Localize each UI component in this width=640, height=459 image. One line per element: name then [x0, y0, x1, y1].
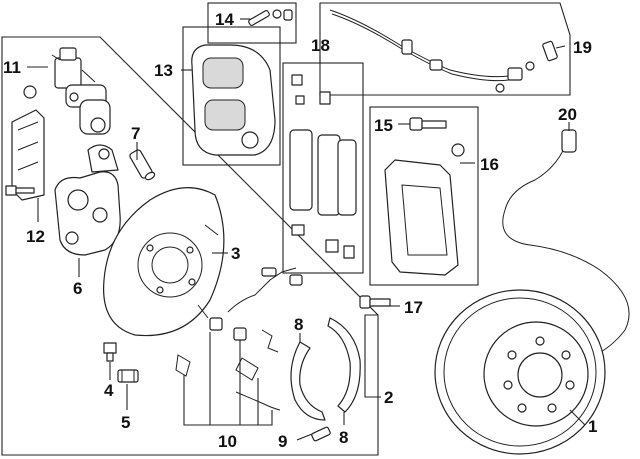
callout-10: 10: [218, 432, 237, 451]
mounting-bracket-plate: [11, 85, 45, 201]
callout-5: 5: [121, 413, 130, 432]
caliper-pin-kit: [248, 9, 293, 26]
callout-3: 3: [231, 244, 240, 263]
frame-caliper-group: [182, 26, 281, 166]
shield-bolt: [103, 342, 117, 362]
parking-brake-shoes: [290, 317, 361, 421]
callout-14: 14: [215, 10, 234, 29]
callout-12: 12: [26, 227, 45, 246]
callout-9: 9: [278, 432, 287, 451]
caliper-anchor-bracket: [384, 159, 459, 276]
callout-8-upper: 8: [294, 315, 303, 334]
frame-caliper-pin-group: [207, 2, 297, 44]
callout-8-lower: 8: [339, 428, 348, 447]
callout-18: 18: [311, 36, 330, 55]
brake-hose: [329, 9, 558, 93]
retaining-clip: [117, 369, 139, 383]
front-brake-pads: [289, 74, 357, 259]
frame-hose-group: [319, 2, 571, 96]
front-caliper: [191, 44, 276, 156]
callout-15: 15: [374, 116, 393, 135]
callout-labels: 1 2 3 4 5 6 7 8 8 9 10 11 12 13 14 15 16…: [3, 10, 597, 451]
frame-backing-plate-group: [1, 36, 379, 456]
leader-lines: [27, 18, 586, 441]
brake-rotor: [434, 289, 606, 455]
callout-2: 2: [384, 388, 393, 407]
anchor-bolt: [359, 295, 391, 309]
callout-11: 11: [3, 58, 21, 77]
callout-4: 4: [104, 381, 114, 400]
shoe-adjuster: [311, 426, 331, 442]
parking-brake-actuator: [51, 47, 111, 135]
bracket-bolt: [409, 117, 465, 157]
shoe-hardware-kit: [175, 267, 303, 411]
actuator-bolt: [5, 185, 35, 196]
callout-13: 13: [154, 61, 173, 80]
callout-7: 7: [131, 124, 140, 143]
callout-1: 1: [588, 417, 597, 436]
guide-pin: [129, 149, 156, 181]
dust-shield-backing-plate: [102, 186, 225, 337]
callout-6: 6: [73, 279, 82, 298]
callout-17: 17: [404, 298, 423, 317]
callout-20: 20: [558, 105, 577, 124]
frame-pad-group: [282, 62, 364, 274]
rear-caliper-assembly: [54, 144, 121, 256]
callout-16: 16: [480, 155, 499, 174]
frame-anchor-bracket-group: [369, 106, 479, 286]
callout-19: 19: [573, 38, 592, 57]
